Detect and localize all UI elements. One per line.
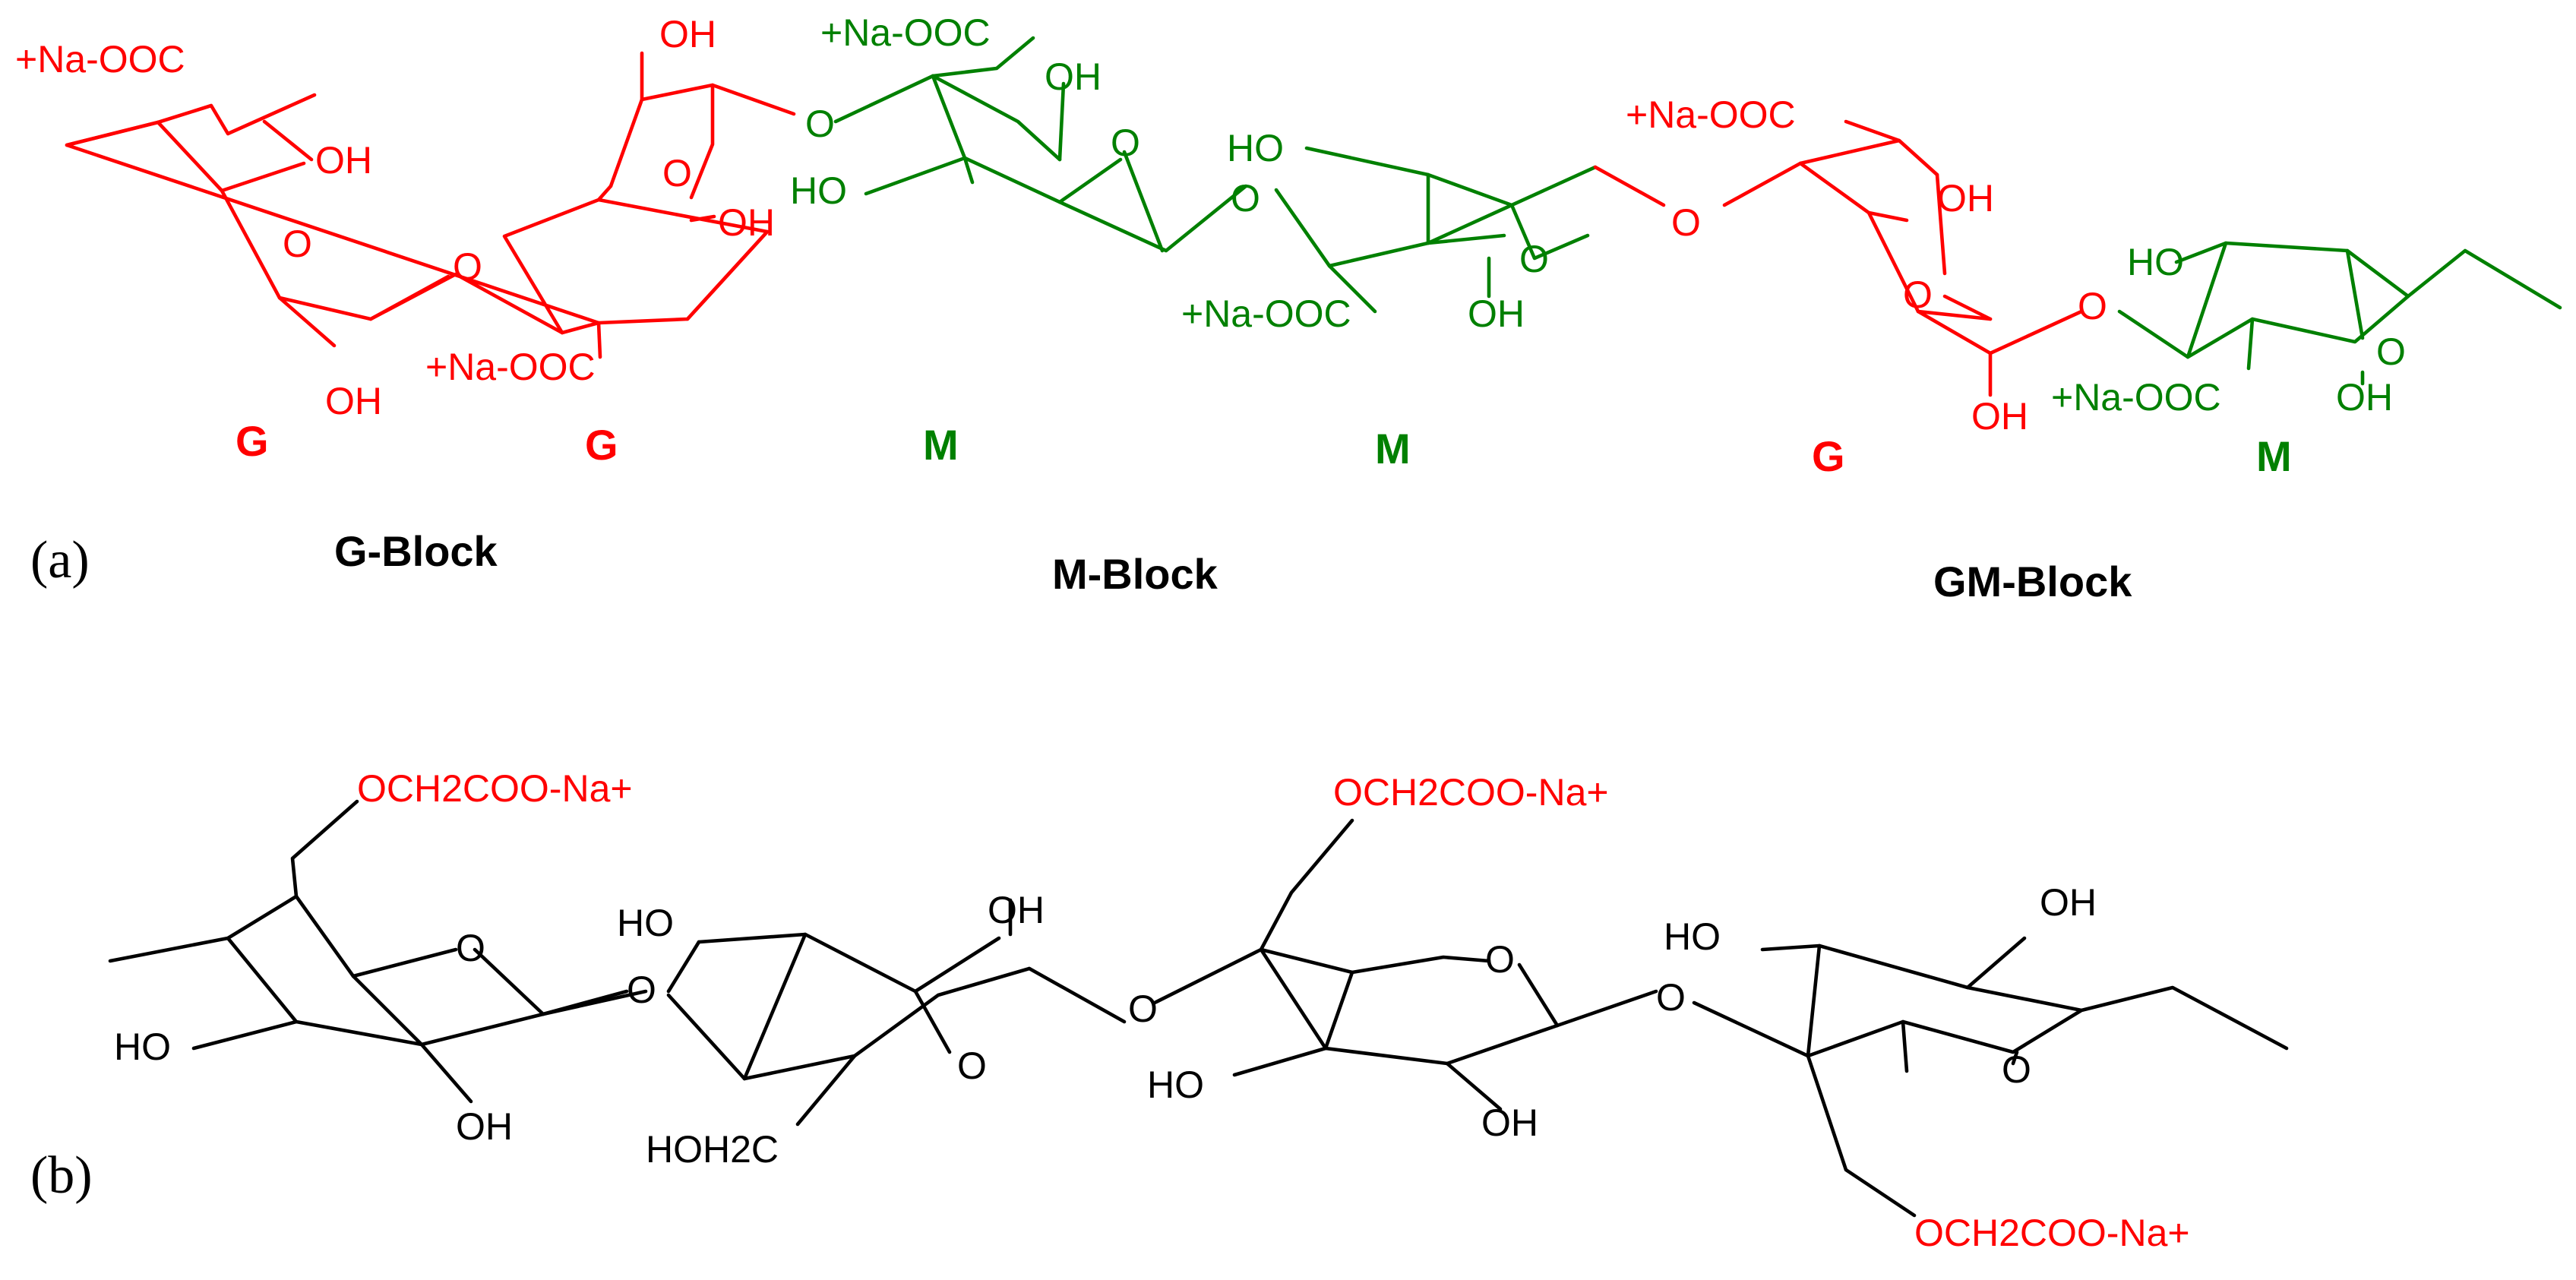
hydroxyl-left-label: HO — [1147, 1064, 1204, 1106]
sodium-carboxylate-label: +Na-OOC — [2051, 376, 2221, 419]
hydroxyl-label: OH — [659, 13, 716, 55]
ring-oxygen-label: O — [662, 152, 692, 194]
ring-oxygen-label: O — [2376, 330, 2406, 373]
g-unit-1 — [65, 93, 770, 348]
ring-oxygen-label: O — [1485, 938, 1515, 981]
alginate-structure: +Na-OOC OH O OH O OH O OH +Na-OOC O +Na-… — [15, 11, 2562, 605]
ring-oxygen-label: O — [456, 927, 485, 969]
panel-a-label: (a) — [30, 531, 90, 589]
unit-letter: M — [923, 421, 959, 469]
hydroxyl-left-label: HO — [2127, 241, 2184, 283]
ring-oxygen-label: O — [627, 969, 656, 1011]
ring-oxygen-label: O — [1111, 122, 1140, 164]
hydroxyl-left-label: HO — [790, 169, 847, 212]
m-unit-1 — [833, 36, 1248, 253]
unit-letter: G — [585, 421, 618, 469]
unit-letter: M — [2256, 432, 2292, 480]
sodium-carboxylate-label: +Na-OOC — [820, 11, 991, 54]
bridge-oxygen-label: O — [453, 245, 482, 288]
g-unit-2 — [560, 51, 796, 359]
hydroxyl-label: OH — [1481, 1101, 1538, 1144]
hydroxyl-left-label: HO — [1227, 127, 1284, 169]
sodium-carboxylate-label: +Na-OOC — [1181, 292, 1351, 335]
ring-oxygen-label: O — [1903, 273, 1933, 316]
unit-letter: G — [235, 417, 269, 465]
bridge-oxygen-label: O — [1671, 201, 1701, 244]
hydroxyl-left-label: HO — [114, 1026, 171, 1068]
hydroxyl-label: OH — [325, 380, 382, 422]
g-block-label: G-Block — [334, 527, 498, 575]
m-unit-2 — [1274, 146, 1598, 314]
block-labels: G-Block M-Block GM-Block — [334, 527, 2132, 605]
ring-oxygen-label: O — [283, 223, 312, 265]
hydroxyl-label: OH — [2336, 376, 2393, 419]
hydroxyl-label: OH — [1468, 292, 1525, 335]
hydroxyl-label: OH — [988, 889, 1045, 931]
carboxymethyl-label: OCH2COO-Na+ — [357, 767, 633, 810]
bridge-oxygen-label: O — [2078, 285, 2107, 327]
sodium-carboxylate-label: +Na-OOC — [425, 346, 596, 388]
m-unit-3 — [2117, 241, 2562, 386]
hydroxyl-label: OH — [1971, 395, 2028, 438]
ring-oxygen-label: O — [1656, 976, 1686, 1019]
ring-oxygen-label: O — [1128, 988, 1158, 1030]
unit-letter: M — [1375, 425, 1411, 472]
bridge-oxygen-label: O — [805, 103, 835, 145]
hydroxyl-label: OH — [718, 201, 775, 244]
gm-block-label: GM-Block — [1933, 558, 2132, 605]
g-unit-3 — [1593, 119, 2084, 397]
hydroxyl-label: OH — [315, 139, 372, 182]
cmc-structure: OCH2COO-Na+ O HO OH O HO OH O HOH2C O OC… — [30, 767, 2289, 1254]
ring-oxygen-label: O — [2002, 1048, 2031, 1091]
bridge-oxygen-label: O — [1231, 177, 1260, 220]
hydroxyl-label: OH — [456, 1105, 513, 1148]
sodium-carboxylate-label: +Na-OOC — [1626, 93, 1796, 136]
alginate-atom-labels: +Na-OOC OH O OH O OH O OH +Na-OOC O +Na-… — [15, 11, 2406, 438]
carboxymethyl-label: OCH2COO-Na+ — [1333, 771, 1609, 814]
cmc-atom-labels: OCH2COO-Na+ O HO OH O HO OH O HOH2C O OC… — [114, 767, 2190, 1254]
ring-oxygen-label: O — [957, 1045, 987, 1087]
panel-b-label: (b) — [30, 1146, 93, 1205]
unit-letter: G — [1812, 432, 1845, 480]
hydroxyl-label: OH — [1045, 55, 1102, 98]
unit-letters: G G M M G M — [235, 417, 2292, 480]
hydroxymethyl-label: HOH2C — [646, 1128, 779, 1171]
sodium-carboxylate-label: +Na-OOC — [15, 38, 185, 81]
hydroxyl-left-label: HO — [1664, 915, 1721, 958]
hydroxyl-left-label: HO — [617, 902, 674, 944]
hydroxyl-label: OH — [1937, 177, 1994, 220]
hydroxyl-label: OH — [2040, 881, 2097, 924]
carboxymethyl-label: OCH2COO-Na+ — [1914, 1212, 2190, 1254]
ring-oxygen-label: O — [1519, 238, 1549, 280]
m-block-label: M-Block — [1052, 550, 1218, 598]
